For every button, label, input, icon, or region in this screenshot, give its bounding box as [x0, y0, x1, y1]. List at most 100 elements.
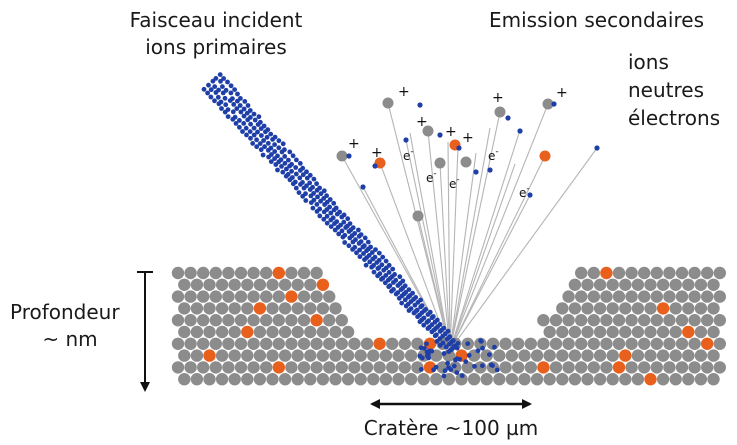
atom [543, 349, 556, 362]
atom [593, 325, 607, 339]
atom [234, 314, 248, 327]
primary-ion [412, 302, 418, 308]
atom [386, 337, 399, 350]
atom [505, 373, 519, 386]
atom [197, 361, 210, 374]
atom [575, 266, 588, 280]
atom [209, 337, 222, 350]
atom [291, 373, 304, 386]
atom [581, 325, 594, 339]
primary-ion [282, 160, 288, 166]
primary-ion [421, 322, 427, 328]
atom [631, 325, 645, 339]
atom [562, 290, 575, 303]
primary-ion [210, 78, 216, 84]
primary-ion [228, 90, 234, 96]
atom-orange [241, 325, 254, 339]
primary-ion [261, 138, 266, 143]
atom [587, 337, 600, 350]
atom [184, 290, 197, 303]
atom [619, 278, 632, 291]
primary-ion [252, 117, 258, 123]
primary-ion [371, 269, 377, 275]
atom [512, 337, 525, 350]
primary-ion [283, 173, 289, 179]
atom [656, 373, 670, 386]
primary-ion [406, 294, 411, 300]
implanted-ion [472, 363, 477, 369]
primary-ion [266, 154, 271, 160]
primary-ion [437, 342, 443, 348]
atom [278, 325, 292, 339]
atom [285, 361, 298, 374]
atom [663, 266, 676, 280]
primary-ion [222, 95, 228, 101]
secondary-neutral [460, 156, 472, 168]
atom [688, 337, 701, 350]
trajectory-line [449, 155, 546, 351]
atom [537, 314, 550, 327]
atom [404, 349, 418, 362]
primary-ion [341, 219, 347, 225]
primary-ion [264, 134, 270, 140]
atom [304, 278, 317, 291]
primary-ion [307, 180, 313, 186]
atom [354, 349, 367, 362]
electron-minus-mark: - [410, 147, 413, 157]
primary-ion [332, 221, 337, 227]
atom [663, 361, 676, 374]
primary-ion [254, 137, 259, 143]
atom [549, 337, 563, 350]
atom [234, 290, 248, 303]
secondary-neutral [412, 210, 424, 222]
primary-ion [230, 109, 236, 115]
implanted-ion [463, 359, 469, 364]
primary-ion [296, 190, 302, 196]
atom [612, 290, 626, 303]
primary-ion [201, 86, 207, 92]
atom [499, 361, 512, 374]
trajectory-line [427, 130, 451, 351]
primary-ion [270, 137, 275, 142]
primary-ion [259, 133, 264, 138]
primary-ion [279, 149, 285, 155]
primary-ion [208, 87, 214, 93]
implanted-ion [465, 341, 471, 347]
atom [253, 349, 267, 362]
primary-ion [321, 216, 327, 222]
atom [625, 337, 638, 350]
atom [323, 290, 336, 303]
atom [707, 373, 720, 386]
primary-ion [235, 91, 240, 97]
primary-ion [301, 185, 307, 191]
atom [593, 302, 607, 315]
electron-mark: e- [403, 147, 414, 163]
atom [650, 266, 663, 280]
atom [360, 361, 374, 374]
atom [600, 290, 613, 303]
emission-neutres-label: neutres [628, 78, 705, 102]
atom [499, 337, 512, 350]
atom [379, 349, 393, 362]
atom [713, 314, 726, 327]
secondary-electron [346, 153, 352, 159]
electron-minus-mark: - [456, 175, 459, 185]
primary-ion [219, 106, 224, 111]
atom [360, 337, 374, 350]
primary-ion [402, 297, 408, 303]
atom [524, 361, 537, 374]
implanted-ion [480, 363, 485, 369]
atom [278, 302, 292, 315]
atom [171, 361, 185, 374]
primary-ion [251, 111, 257, 117]
implanted-ion [441, 351, 447, 356]
primary-ion [298, 182, 303, 187]
atom [524, 337, 537, 350]
primary-ion [356, 233, 362, 239]
primary-ion [314, 181, 319, 187]
atom [575, 337, 588, 350]
atom [619, 325, 632, 339]
primary-ion [256, 114, 262, 120]
atom [600, 361, 613, 374]
